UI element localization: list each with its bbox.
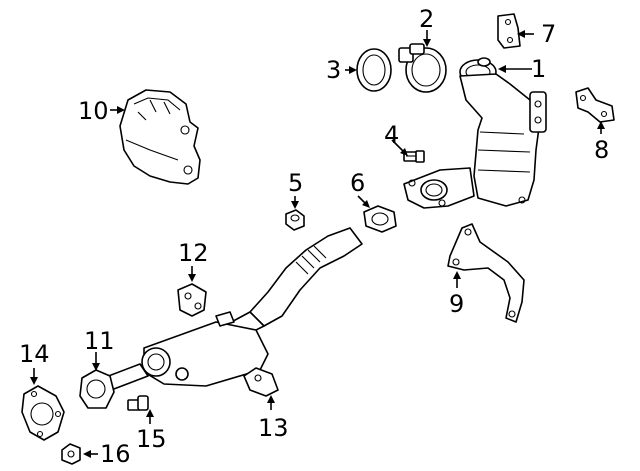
part-8-bracket[interactable] (575, 87, 615, 123)
part-12-hanger[interactable] (177, 283, 207, 317)
leader-lines (30, 30, 605, 458)
part-1-catalytic-converter[interactable] (403, 57, 547, 209)
callout-4: 4 (384, 121, 399, 149)
callout-8: 8 (594, 136, 609, 164)
callout-16: 16 (100, 440, 131, 468)
callout-11: 11 (84, 327, 115, 355)
callout-5: 5 (288, 169, 303, 197)
part-6-gasket[interactable] (363, 205, 397, 233)
callout-2: 2 (419, 5, 434, 33)
callout-10: 10 (78, 97, 109, 125)
part-14-gasket[interactable] (21, 385, 65, 441)
callout-labels: 1 2 3 4 5 6 7 8 9 10 11 12 13 14 15 16 (19, 5, 609, 468)
callout-12: 12 (178, 239, 209, 267)
part-10-heat-shield[interactable] (119, 89, 201, 185)
part-11-flange[interactable] (79, 369, 115, 409)
callout-9: 9 (449, 290, 464, 318)
part-16-nut[interactable] (61, 443, 81, 465)
callout-3: 3 (326, 56, 341, 84)
part-2-clamp[interactable] (398, 43, 447, 93)
part-7-bracket[interactable] (497, 13, 521, 49)
part-5-nut[interactable] (285, 209, 305, 231)
callout-14: 14 (19, 340, 50, 368)
part-4-bolt[interactable] (403, 150, 425, 163)
callout-13: 13 (258, 414, 289, 442)
callout-1: 1 (531, 55, 546, 83)
callout-7: 7 (541, 20, 556, 48)
exhaust-pipe-muffler-assembly[interactable] (97, 227, 363, 393)
callout-15: 15 (136, 425, 167, 453)
part-3-gasket[interactable] (356, 48, 392, 92)
part-15-stud[interactable] (127, 395, 149, 411)
part-9-support-bracket[interactable] (447, 223, 525, 323)
part-13-bracket[interactable] (243, 367, 279, 397)
callout-6: 6 (350, 169, 365, 197)
